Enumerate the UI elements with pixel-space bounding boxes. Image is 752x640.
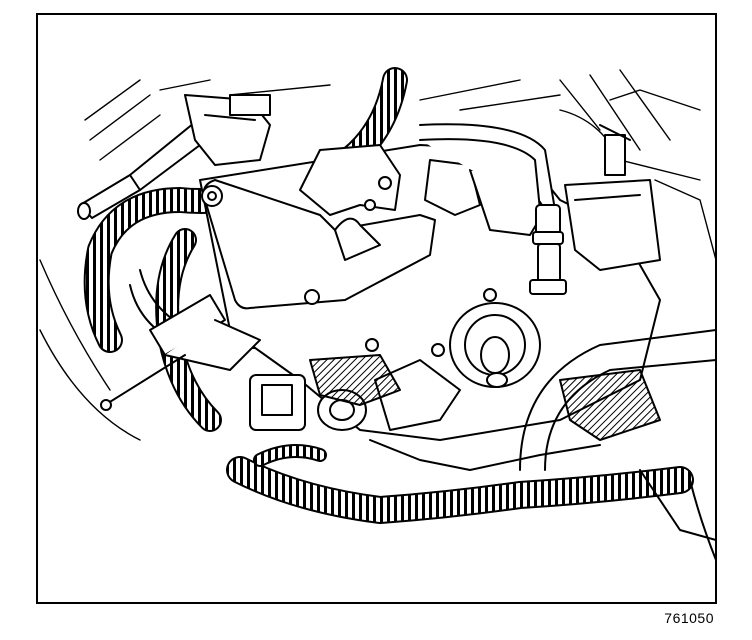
right-module (564, 124, 661, 271)
background-engine-lines (39, 69, 716, 441)
upper-bracket (184, 94, 271, 166)
pump-assembly (249, 359, 461, 431)
harness-clip (100, 294, 261, 411)
range-sensor (449, 302, 541, 388)
housing-lower-edge (369, 439, 601, 471)
shaded-bracket (309, 354, 661, 441)
figure-reference-number: 761050 (664, 610, 714, 626)
lower-right-pipe (519, 329, 716, 471)
cooler-line-fitting (419, 123, 567, 295)
